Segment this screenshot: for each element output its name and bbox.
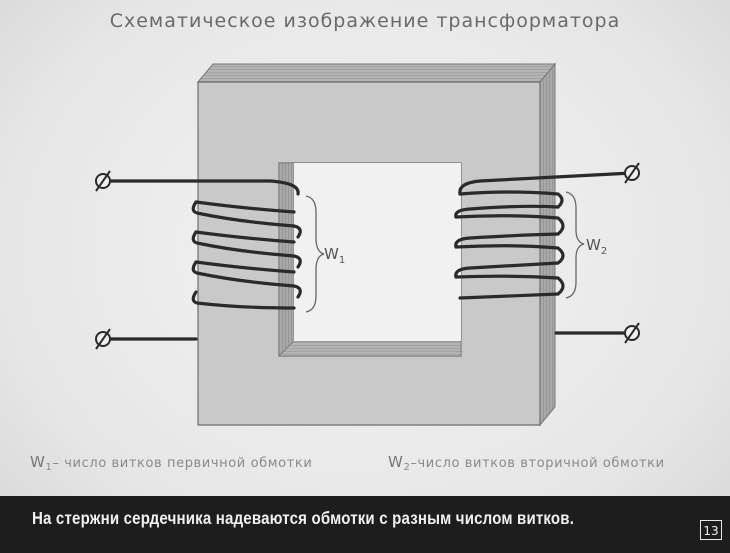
legend-w2-text: –число витков вторичной обмотки [410,456,665,471]
transformer-core [196,62,557,427]
legend-w2-symbol: W [388,453,404,471]
label-w1: W1 [324,245,345,266]
slide-title: Схематическое изображение трансформатора [109,10,621,32]
brace-w2 [565,191,585,299]
page-number: 13 [700,520,722,540]
caption-bar [0,496,730,553]
legend-w1-text: – число витков первичной обмотки [52,456,313,471]
terminal-primary-bottom [95,328,111,350]
legend-w2-subscript: 2 [403,462,411,473]
terminal-secondary-top [624,162,640,184]
legend-w1-symbol: W [30,453,46,471]
legend-secondary: W2–число витков вторичной обмотки [388,453,665,473]
terminal-primary-top [95,170,111,192]
brace-w1 [305,195,325,313]
legend-primary: W1– число витков первичной обмотки [30,453,312,473]
primary-winding [101,179,302,341]
secondary-winding [454,171,634,335]
label-w2: W2 [586,236,607,257]
legend-w1-subscript: 1 [45,462,53,473]
slide-caption: На стержни сердечника надеваются обмотки… [32,508,575,528]
terminal-secondary-bottom [624,322,640,344]
